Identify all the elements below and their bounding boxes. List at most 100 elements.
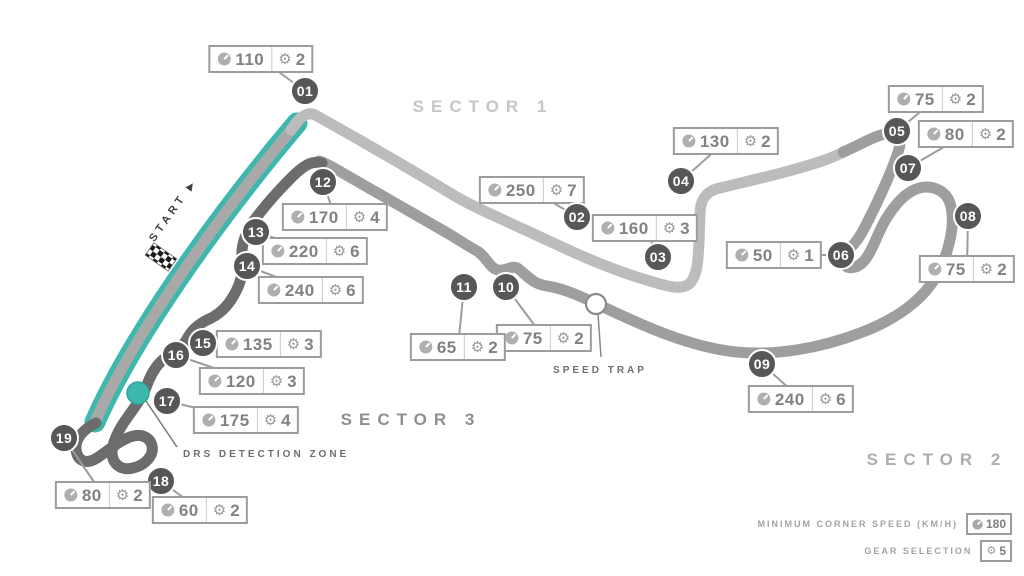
corner-gear-value: 6 xyxy=(836,389,847,409)
corner-gear-value: 4 xyxy=(281,410,292,430)
corner-marker-17: 17 xyxy=(152,386,182,416)
sector-2-label: SECTOR 2 xyxy=(866,450,1008,469)
speedometer-icon xyxy=(271,244,285,258)
corner-gear-value: 2 xyxy=(966,89,977,109)
corner-speed-cell: 65 xyxy=(412,335,464,359)
corner-speed-value: 120 xyxy=(225,371,256,391)
gear-icon: ⚙ xyxy=(986,544,997,557)
corner-speed-cell: 240 xyxy=(750,387,812,411)
corner-speed-value: 110 xyxy=(235,49,265,69)
corner-speed-value: 250 xyxy=(505,180,536,200)
drs-detection-marker xyxy=(126,381,150,405)
corner-speed-value: 175 xyxy=(219,410,250,430)
legend: MINIMUM CORNER SPEED (KM/H) 180 GEAR SEL… xyxy=(757,513,1012,562)
min-corner-speed-label: MINIMUM CORNER SPEED (KM/H) xyxy=(757,519,958,529)
speed-trap-connector xyxy=(597,313,602,358)
corner-speed-cell: 220 xyxy=(264,239,326,263)
corner-gear-cell: ⚙ 2 xyxy=(736,129,777,153)
corner-info-box: 135 ⚙ 3 xyxy=(215,330,323,358)
corner-gear-cell: ⚙ 3 xyxy=(279,332,320,356)
gear-icon: ⚙ xyxy=(662,219,677,237)
corner-marker-06: 06 xyxy=(826,240,856,270)
corner-speed-value: 135 xyxy=(242,334,273,354)
speedometer-icon xyxy=(897,92,911,106)
corner-speed-cell: 50 xyxy=(728,243,780,267)
corner-gear-cell: ⚙ 2 xyxy=(971,122,1012,146)
corner-info-box: 80 ⚙ 2 xyxy=(917,120,1015,148)
gear-icon: ⚙ xyxy=(212,501,227,519)
gear-icon: ⚙ xyxy=(556,329,571,347)
corner-speed-value: 240 xyxy=(284,280,315,300)
track-sector-1 xyxy=(285,108,852,293)
corner-marker-10: 10 xyxy=(491,272,521,302)
corner-marker-14: 14 xyxy=(232,251,262,281)
gear-icon: ⚙ xyxy=(115,486,130,504)
track-start-straight xyxy=(89,117,303,428)
drs-detection-connector xyxy=(145,400,178,448)
corner-speed-cell: 75 xyxy=(921,257,973,281)
gear-icon: ⚙ xyxy=(352,208,367,226)
corner-speed-cell: 170 xyxy=(284,205,346,229)
speedometer-icon xyxy=(735,248,749,262)
corner-info-box: 60 ⚙ 2 xyxy=(151,496,249,524)
corner-gear-value: 2 xyxy=(996,124,1007,144)
corner-speed-cell: 120 xyxy=(201,369,263,393)
gear-selection-label: GEAR SELECTION xyxy=(864,546,973,556)
corner-speed-value: 160 xyxy=(618,218,649,238)
corner-speed-value: 170 xyxy=(308,207,339,227)
corner-gear-value: 2 xyxy=(230,500,241,520)
corner-info-box: 120 ⚙ 3 xyxy=(198,367,306,395)
gear-icon: ⚙ xyxy=(948,90,963,108)
corner-speed-value: 50 xyxy=(752,245,773,265)
corner-marker-03: 03 xyxy=(643,242,673,272)
speedometer-icon xyxy=(217,52,231,66)
corner-gear-cell: ⚙ 4 xyxy=(256,408,297,432)
gear-icon: ⚙ xyxy=(470,338,485,356)
corner-gear-cell: ⚙ 7 xyxy=(542,178,583,202)
gear-icon: ⚙ xyxy=(978,125,993,143)
speedometer-icon xyxy=(225,337,239,351)
corner-info-box: 50 ⚙ 1 xyxy=(725,241,823,269)
corner-gear-cell: ⚙ 6 xyxy=(811,387,852,411)
corner-info-box: 240 ⚙ 6 xyxy=(257,276,365,304)
gear-selection-box: ⚙ 5 xyxy=(980,540,1012,562)
corner-info-box: 65 ⚙ 2 xyxy=(409,333,507,361)
corner-speed-cell: 135 xyxy=(218,332,280,356)
gear-icon: ⚙ xyxy=(549,181,564,199)
corner-gear-cell: ⚙ 2 xyxy=(463,335,504,359)
corner-gear-value: 2 xyxy=(997,259,1008,279)
gear-icon: ⚙ xyxy=(979,260,994,278)
gear-icon: ⚙ xyxy=(286,335,301,353)
corner-marker-01: 01 xyxy=(290,76,320,106)
speedometer-icon xyxy=(972,518,983,530)
gear-icon: ⚙ xyxy=(328,281,343,299)
corner-gear-value: 2 xyxy=(295,49,306,69)
corner-marker-16: 16 xyxy=(161,340,191,370)
corner-speed-cell: 240 xyxy=(260,278,322,302)
corner-gear-value: 1 xyxy=(804,245,815,265)
corner-speed-cell: 250 xyxy=(481,178,543,202)
corner-gear-cell: ⚙ 2 xyxy=(108,483,149,507)
corner-gear-value: 7 xyxy=(567,180,578,200)
corner-marker-02: 02 xyxy=(562,202,592,232)
sector-1-label: SECTOR 1 xyxy=(412,97,554,116)
corner-gear-cell: ⚙ 2 xyxy=(271,47,311,71)
corner-marker-09: 09 xyxy=(747,349,777,379)
corner-speed-value: 130 xyxy=(699,131,730,151)
corner-gear-cell: ⚙ 2 xyxy=(972,257,1013,281)
corner-gear-value: 4 xyxy=(370,207,381,227)
corner-gear-cell: ⚙ 1 xyxy=(779,243,820,267)
corner-gear-cell: ⚙ 2 xyxy=(941,87,982,111)
corner-info-box: 175 ⚙ 4 xyxy=(192,406,300,434)
corner-info-box: 240 ⚙ 6 xyxy=(747,385,855,413)
speedometer-icon xyxy=(64,488,78,502)
corner-speed-value: 80 xyxy=(81,485,102,505)
speedometer-icon xyxy=(682,134,696,148)
speedometer-icon xyxy=(927,127,941,141)
speedometer-icon xyxy=(267,283,281,297)
corner-info-box: 110 ⚙ 2 xyxy=(208,45,314,73)
corner-gear-cell: ⚙ 6 xyxy=(325,239,366,263)
